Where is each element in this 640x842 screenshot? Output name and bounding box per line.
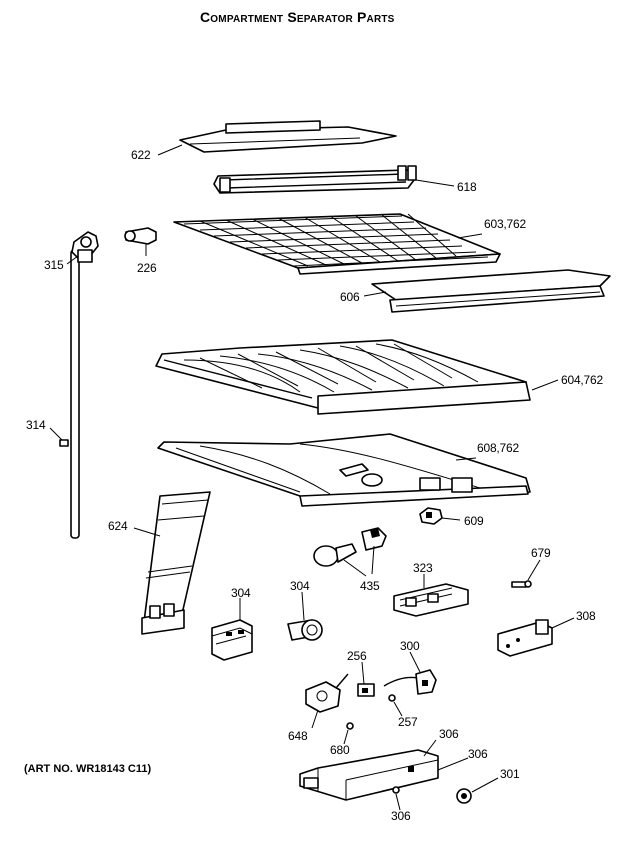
part-323-housing xyxy=(393,574,469,617)
label-608: 608,762 xyxy=(477,441,519,455)
part-435-bulb xyxy=(313,527,387,577)
label-606: 606 xyxy=(340,290,360,304)
label-306-right: 306 xyxy=(468,747,488,761)
part-609-clip xyxy=(419,507,461,525)
part-301-grommet xyxy=(456,777,499,804)
part-608-lower-shelf xyxy=(157,433,531,507)
part-679-screw xyxy=(511,559,541,588)
part-680-screw xyxy=(343,722,354,745)
label-306-top: 306 xyxy=(439,727,459,741)
part-257-screw xyxy=(388,694,403,717)
label-618: 618 xyxy=(457,180,477,194)
part-226-bracket xyxy=(124,227,157,256)
part-606-rail xyxy=(363,269,611,313)
label-257: 257 xyxy=(398,715,418,729)
label-306-bottom: 306 xyxy=(391,809,411,823)
part-624-divider xyxy=(133,491,211,635)
label-435: 435 xyxy=(360,579,380,593)
part-300-connector xyxy=(383,651,437,695)
part-315-314-rod xyxy=(49,231,99,539)
part-604-channel-shelf xyxy=(155,339,559,415)
label-256: 256 xyxy=(347,649,367,663)
label-304-block: 304 xyxy=(231,586,251,600)
label-300: 300 xyxy=(400,639,420,653)
label-308: 308 xyxy=(576,609,596,623)
part-304-knob xyxy=(287,591,323,641)
label-609: 609 xyxy=(464,514,484,528)
label-622: 622 xyxy=(131,148,151,162)
part-618-bar xyxy=(213,165,455,194)
label-648: 648 xyxy=(288,729,308,743)
label-304-knob: 304 xyxy=(290,579,310,593)
label-226: 226 xyxy=(137,261,157,275)
part-306-tray xyxy=(299,739,469,811)
part-308-plate xyxy=(497,617,575,657)
art-number: (ART NO. WR18143 C11) xyxy=(24,763,152,775)
label-624: 624 xyxy=(108,519,128,533)
part-622-cover xyxy=(157,120,397,156)
label-679: 679 xyxy=(531,546,551,560)
label-314: 314 xyxy=(26,418,46,432)
label-301: 301 xyxy=(500,767,520,781)
label-680: 680 xyxy=(330,743,350,757)
page-title: Compartment Separator Parts xyxy=(200,9,395,25)
part-648-motor xyxy=(305,673,349,729)
part-603-grid-shelf xyxy=(173,213,501,275)
label-603: 603,762 xyxy=(484,217,526,231)
label-315: 315 xyxy=(44,258,64,272)
part-304-block xyxy=(211,598,253,661)
label-323: 323 xyxy=(413,561,433,575)
label-604: 604,762 xyxy=(561,373,603,387)
part-256-switch xyxy=(357,661,375,697)
